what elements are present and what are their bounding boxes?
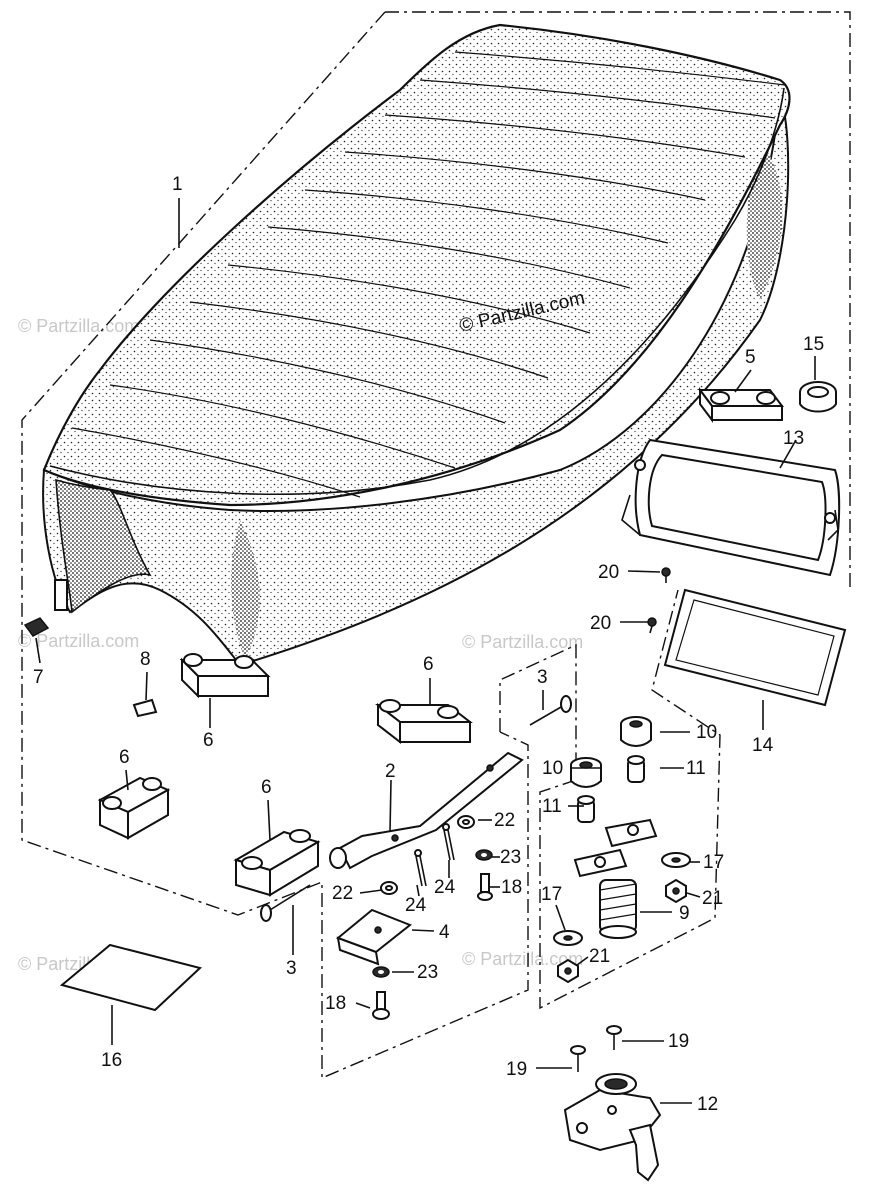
part-7-clip [23, 617, 50, 637]
part-19-screw [570, 1045, 586, 1072]
callout-10: 10 [696, 722, 717, 743]
callout-21: 21 [702, 888, 723, 909]
callout-3: 3 [537, 667, 548, 688]
part-22-washer [380, 881, 398, 895]
callout-14: 14 [752, 735, 774, 756]
part-19-screw [606, 1025, 622, 1050]
watermark-text: © Partzilla.com [18, 631, 139, 651]
part-23-lock-washer [475, 849, 493, 861]
part-21-nut [557, 958, 579, 984]
part-21-nut [665, 878, 687, 904]
callout-2: 2 [385, 761, 396, 782]
part-3-pin [260, 884, 311, 922]
part-10-rubber-bushing [620, 716, 652, 747]
callout-1: 1 [172, 174, 183, 195]
leader-lines [35, 198, 816, 1104]
callout-23: 23 [417, 962, 438, 983]
assembly-boundary-lines [21, 11, 851, 1080]
callout-17: 17 [541, 884, 562, 905]
callout-7: 7 [33, 667, 44, 688]
part-2-hinge-bracket [329, 751, 524, 870]
callout-18: 18 [325, 993, 346, 1014]
callout-22: 22 [494, 810, 515, 831]
part-22-washer [457, 815, 475, 829]
part-11-collar [577, 795, 595, 823]
part-24-cotter-pin [414, 849, 427, 887]
callout-20: 20 [598, 562, 619, 583]
part-17-washer [553, 930, 583, 946]
part-8-block [132, 698, 158, 718]
callout-24: 24 [405, 895, 427, 916]
watermark-text: © Partzilla.com [462, 632, 583, 652]
part-14-tray-plate [663, 588, 847, 707]
callout-15: 15 [803, 334, 824, 355]
callout-8: 8 [140, 649, 151, 670]
part-11-collar [627, 755, 645, 783]
callout-13: 13 [783, 428, 804, 449]
callout-16: 16 [101, 1050, 122, 1071]
part-6-cushion [97, 776, 171, 840]
watermark-text: © Partzilla.com [18, 316, 139, 336]
callout-22: 22 [332, 883, 353, 904]
part-12-seat-lock [563, 1073, 662, 1182]
part-24-cotter-pin [442, 823, 455, 861]
part-6-cushion [179, 653, 271, 699]
part-9-damper [573, 818, 658, 939]
callout-3: 3 [286, 958, 297, 979]
callout-5: 5 [745, 347, 756, 368]
callout-21: 21 [589, 946, 610, 967]
callout-24: 24 [434, 877, 456, 898]
part-15-grommet [799, 381, 837, 413]
callout-12: 12 [697, 1094, 718, 1115]
callout-10: 10 [542, 758, 563, 779]
part-17-washer [661, 852, 691, 868]
callout-19: 19 [506, 1059, 527, 1080]
callout-4: 4 [439, 922, 450, 943]
part-6-cushion [233, 829, 321, 897]
part-5-rubber-pad [698, 387, 784, 423]
part-6-cushion [375, 699, 473, 745]
seat-pleat-lines [71, 51, 786, 498]
callout-6: 6 [119, 747, 130, 768]
part-16-sheet [59, 943, 203, 1012]
part-10-rubber-bushing [570, 757, 602, 788]
seat-assembly [42, 23, 791, 667]
part-13-tray-frame [621, 438, 841, 577]
callout-labels: 1 2 3 3 4 5 6 6 6 6 7 8 9 10 10 11 11 12… [33, 174, 824, 1115]
callout-6: 6 [203, 730, 214, 751]
callout-6: 6 [261, 777, 272, 798]
part-18-bolt [372, 991, 390, 1020]
part-23-lock-washer [372, 966, 390, 978]
callout-11: 11 [686, 758, 706, 779]
callout-11: 11 [542, 796, 562, 817]
callout-23: 23 [500, 847, 521, 868]
callout-6: 6 [423, 654, 434, 675]
part-3-pin [529, 695, 572, 726]
callout-19: 19 [668, 1031, 689, 1052]
watermark-text: © Partzilla.com [462, 949, 583, 969]
part-20-screws [647, 567, 671, 634]
part-4-plate [336, 908, 412, 966]
part-18-bolt [477, 873, 493, 901]
callout-18: 18 [501, 877, 522, 898]
callout-20: 20 [590, 613, 611, 634]
callout-17: 17 [703, 852, 724, 873]
callout-9: 9 [679, 903, 690, 924]
